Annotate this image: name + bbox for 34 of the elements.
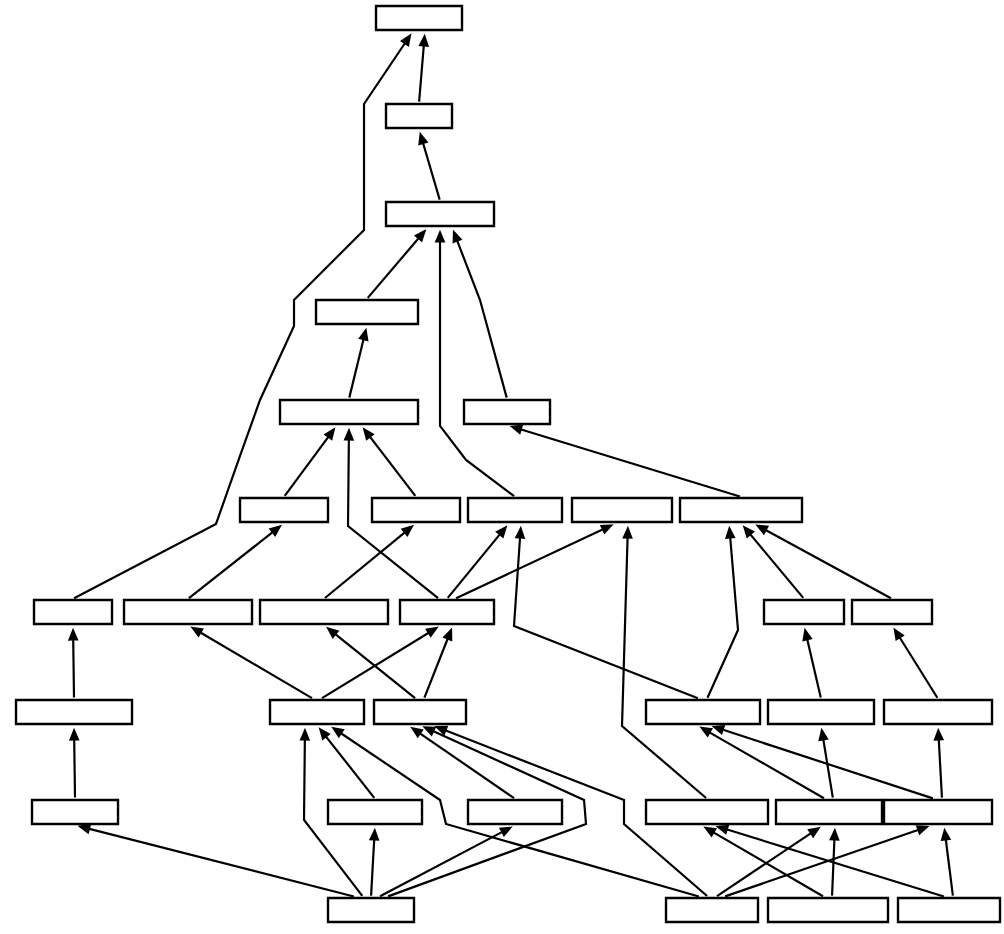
node-box bbox=[32, 598, 114, 626]
node-box bbox=[370, 496, 462, 524]
node-box bbox=[766, 896, 890, 924]
node-box bbox=[326, 798, 424, 826]
node-box bbox=[268, 698, 366, 726]
node-box bbox=[664, 896, 760, 924]
node-box bbox=[238, 496, 330, 524]
node-box bbox=[30, 798, 120, 826]
node-box bbox=[384, 200, 496, 228]
node-box bbox=[466, 496, 564, 524]
node-box bbox=[850, 598, 934, 626]
arrow bbox=[387, 726, 588, 898]
node-box bbox=[774, 798, 884, 826]
node-box bbox=[384, 102, 454, 130]
node-box bbox=[766, 698, 876, 726]
node-box bbox=[326, 896, 416, 924]
node-box bbox=[122, 598, 254, 626]
node-box bbox=[314, 298, 420, 326]
node-box bbox=[462, 398, 552, 426]
node-box bbox=[466, 798, 564, 826]
node-box bbox=[570, 496, 674, 524]
node-box bbox=[882, 698, 994, 726]
node-box bbox=[644, 798, 770, 826]
node-box bbox=[882, 798, 994, 826]
node-box bbox=[678, 496, 804, 524]
node-box bbox=[258, 598, 390, 626]
node-box bbox=[278, 398, 420, 426]
node-box bbox=[644, 698, 762, 726]
node-box bbox=[398, 598, 496, 626]
node-box bbox=[374, 4, 464, 32]
node-box bbox=[896, 896, 1002, 924]
node-box bbox=[372, 698, 468, 726]
node-box bbox=[14, 698, 134, 726]
node-box bbox=[762, 598, 846, 626]
